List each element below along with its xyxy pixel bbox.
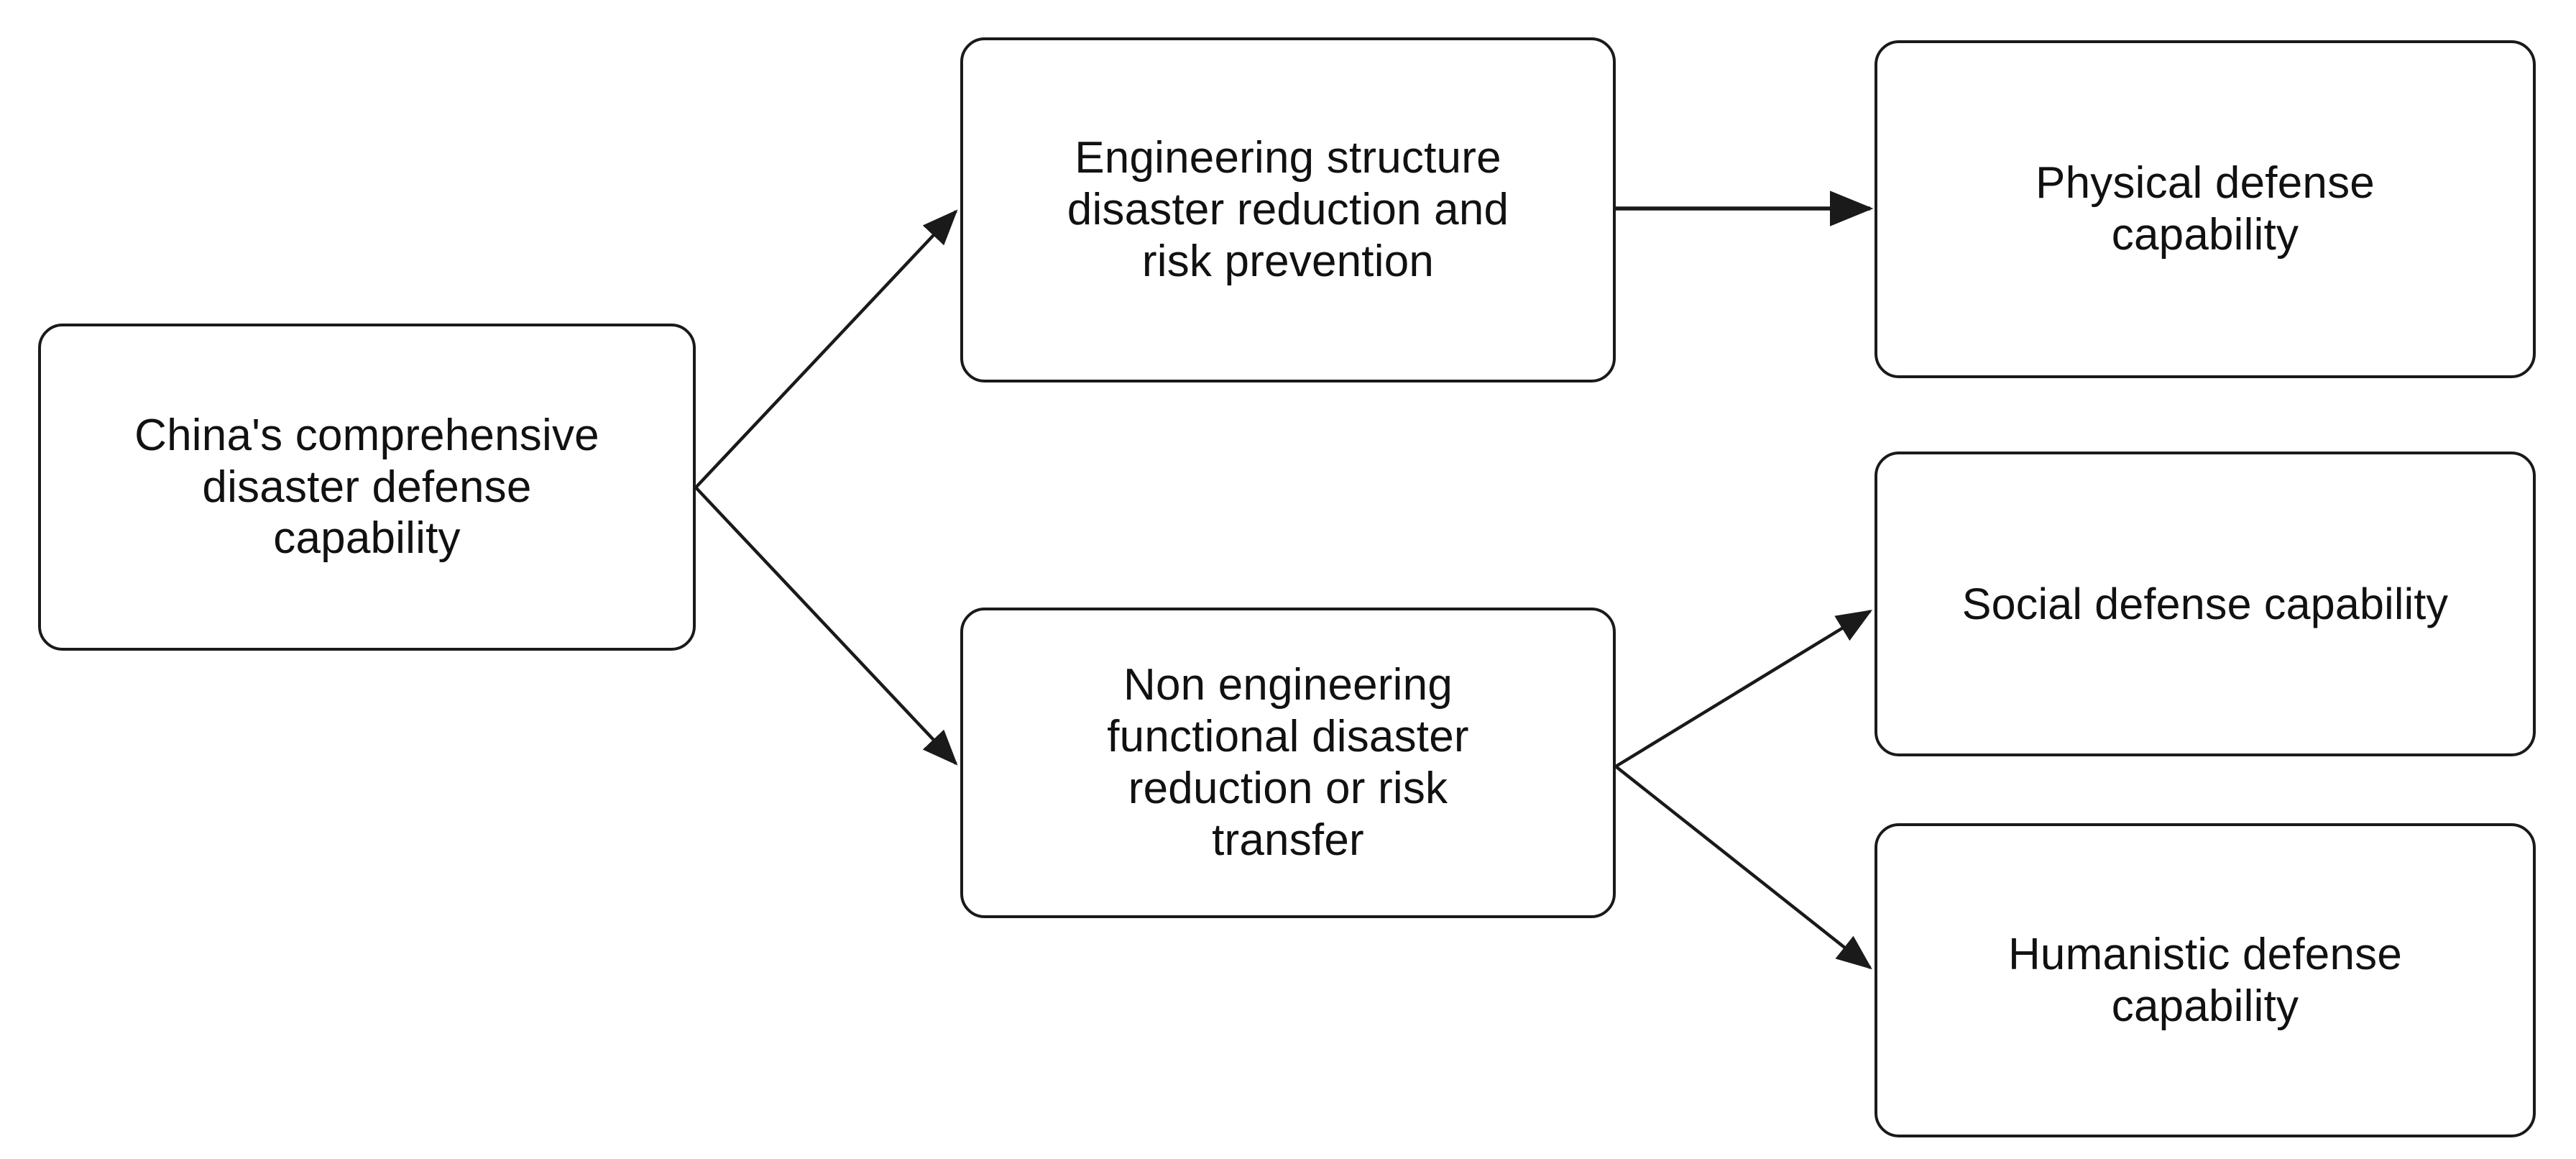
- edge-root-to-engineering: [694, 209, 958, 489]
- node-social-defense-label: Social defense capability: [1961, 579, 2449, 628]
- node-engineering-structure-label: Engineering structure disaster reduction…: [1067, 133, 1509, 286]
- node-physical-defense-label: Physical defense capability: [2036, 158, 2375, 260]
- edge-root-to-non-engineering: [694, 486, 958, 766]
- node-humanistic-defense-label: Humanistic defense capability: [2007, 929, 2403, 1031]
- node-non-engineering-functional[interactable]: Non engineering functional disaster redu…: [960, 608, 1616, 918]
- edge-non-engineering-to-humanistic: [1614, 765, 1872, 970]
- node-root-capability[interactable]: China's comprehensive disaster defense c…: [38, 324, 696, 651]
- node-non-engineering-functional-label: Non engineering functional disaster redu…: [1107, 660, 1469, 865]
- node-root-capability-label: China's comprehensive disaster defense c…: [134, 410, 599, 564]
- node-social-defense[interactable]: Social defense capability: [1874, 452, 2536, 756]
- edge-non-engineering-to-social: [1614, 610, 1873, 768]
- node-humanistic-defense[interactable]: Humanistic defense capability: [1874, 823, 2536, 1137]
- node-engineering-structure[interactable]: Engineering structure disaster reduction…: [960, 37, 1616, 382]
- node-physical-defense[interactable]: Physical defense capability: [1874, 40, 2536, 378]
